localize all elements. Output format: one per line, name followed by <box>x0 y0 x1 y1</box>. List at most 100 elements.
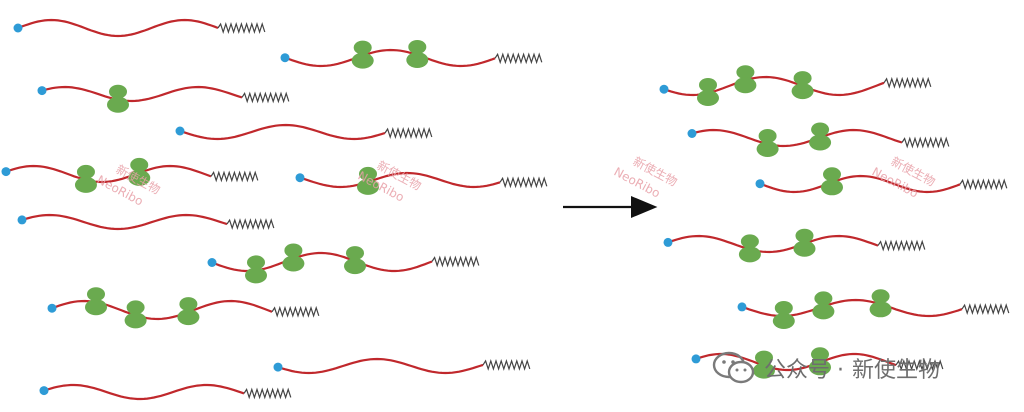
ribosome-small-subunit <box>793 71 812 86</box>
ribosome-icon <box>809 122 832 151</box>
ribosome-icon <box>74 164 97 193</box>
ribosome-large-subunit <box>245 267 267 284</box>
poly-a-tail <box>482 358 531 371</box>
five-prime-cap <box>755 179 765 189</box>
ribosome-small-subunit <box>823 167 841 182</box>
ribosome-icon <box>869 289 892 318</box>
ribosome-icon <box>793 228 816 257</box>
ribosome-large-subunit <box>734 77 757 94</box>
five-prime-cap <box>13 23 23 33</box>
ribosome-large-subunit <box>809 359 831 376</box>
poly-a-tail <box>384 127 433 139</box>
ribosome-large-subunit <box>357 178 379 195</box>
ribosome-small-subunit <box>247 255 265 270</box>
ribosome-large-subunit <box>107 96 129 113</box>
ribosome-icon <box>734 65 757 94</box>
five-prime-cap <box>207 258 217 267</box>
ribosome-large-subunit <box>351 52 374 69</box>
ribosome-large-subunit <box>406 52 429 68</box>
poly-a-tail <box>959 178 1008 191</box>
watermark-1: 新使生物 NeoRibo <box>95 161 163 208</box>
ribosome-small-subunit <box>87 287 105 302</box>
ribosome-icon <box>697 78 719 106</box>
five-prime-cap <box>47 303 57 313</box>
poly-a-tail <box>271 305 320 318</box>
wechat-account-name: 新使生物 <box>852 358 941 383</box>
ribosome-icon <box>791 71 814 100</box>
ribosome-large-subunit <box>869 301 892 318</box>
ribosome-large-subunit <box>791 83 814 100</box>
mrna-strand <box>13 18 266 38</box>
ribosome-icon <box>753 350 775 379</box>
mrna-strand <box>17 213 275 231</box>
ribosome-small-subunit <box>126 300 145 315</box>
ribosome-icon <box>738 234 761 263</box>
ribosome-icon <box>177 297 200 326</box>
mrna-strand <box>663 228 926 263</box>
mrna-strand <box>207 243 480 284</box>
ribosome-small-subunit <box>811 122 830 137</box>
ribosome-large-subunit <box>812 303 835 320</box>
wechat-icon <box>712 351 755 384</box>
poly-a-tail <box>901 136 950 149</box>
poly-a-tail <box>431 255 480 268</box>
poly-a-tail <box>217 22 266 34</box>
mrna-strand <box>659 65 932 106</box>
five-prime-cap <box>37 86 47 96</box>
ribosome-small-subunit <box>736 65 755 80</box>
poly-a-tail <box>241 91 290 104</box>
five-prime-cap <box>659 84 669 94</box>
ribosome-small-subunit <box>811 347 829 362</box>
ribosome-large-subunit <box>738 246 761 263</box>
ribosome-large-subunit <box>809 134 832 151</box>
five-prime-cap <box>295 173 305 183</box>
ribosome-large-subunit <box>756 141 779 157</box>
poly-a-tail <box>243 387 292 400</box>
mrna-strand <box>295 166 548 195</box>
ribosome-icon <box>245 255 267 284</box>
mrna-backbone <box>277 357 484 375</box>
wechat-account-label: 公众号 · 新使生物 <box>712 348 940 388</box>
ribosome-small-subunit <box>109 84 127 99</box>
mrna-strand <box>273 357 531 375</box>
ribosome-small-subunit <box>758 129 777 143</box>
ribosome-large-subunit <box>772 313 795 329</box>
ribosome-large-subunit <box>697 90 719 106</box>
ribosome-large-subunit <box>282 255 305 272</box>
ribosome-icon <box>107 84 129 113</box>
five-prime-cap <box>691 354 701 364</box>
mrna-backbone <box>179 123 386 141</box>
ribosome-small-subunit <box>740 234 759 249</box>
five-prime-cap <box>39 386 49 396</box>
ribosome-small-subunit <box>284 243 303 258</box>
ribosome-large-subunit <box>124 312 147 329</box>
five-prime-cap <box>687 129 697 138</box>
ribosome-small-subunit <box>130 157 149 172</box>
mrna-backbone <box>691 128 903 148</box>
ribosome-icon <box>85 287 107 316</box>
five-prime-cap <box>737 302 747 312</box>
mrna-strand <box>47 287 320 329</box>
mrna-backbone <box>284 48 496 68</box>
ribosome-icon <box>756 129 779 157</box>
poly-a-tail <box>226 218 275 231</box>
mrna-strand <box>737 289 1010 329</box>
ribosome-icon <box>124 300 147 329</box>
ribosome-icon <box>128 157 151 186</box>
ribosome-small-subunit <box>76 164 95 179</box>
ribosome-large-subunit <box>74 176 97 193</box>
five-prime-cap <box>280 53 290 63</box>
mrna-strand <box>691 347 944 379</box>
ribosome-large-subunit <box>793 240 816 257</box>
ribosome-icon <box>357 166 379 195</box>
ribosome-icon <box>772 301 795 329</box>
poly-a-tail <box>494 52 543 65</box>
mrna-strand <box>755 167 1008 196</box>
ribosome-small-subunit <box>699 78 717 92</box>
ribosome-large-subunit <box>344 258 366 275</box>
mrna-backbone <box>43 383 245 401</box>
ribosome-small-subunit <box>359 166 377 181</box>
five-prime-cap <box>17 215 27 225</box>
